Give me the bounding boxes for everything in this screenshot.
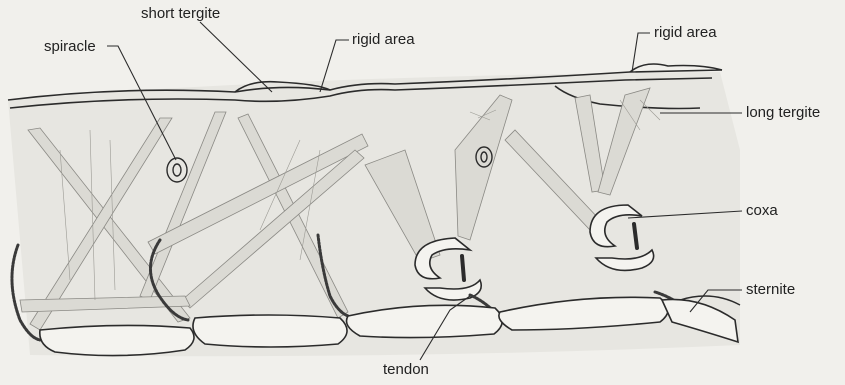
label-tendon: tendon (383, 362, 429, 377)
label-coxa: coxa (746, 203, 778, 218)
label-short-tergite: short tergite (141, 6, 220, 21)
label-spiracle: spiracle (44, 39, 96, 54)
label-long-tergite: long tergite (746, 105, 820, 120)
label-rigid-area: rigid area (654, 25, 717, 40)
label-sternite: sternite (746, 282, 795, 297)
label-rigid-area: rigid area (352, 32, 415, 47)
